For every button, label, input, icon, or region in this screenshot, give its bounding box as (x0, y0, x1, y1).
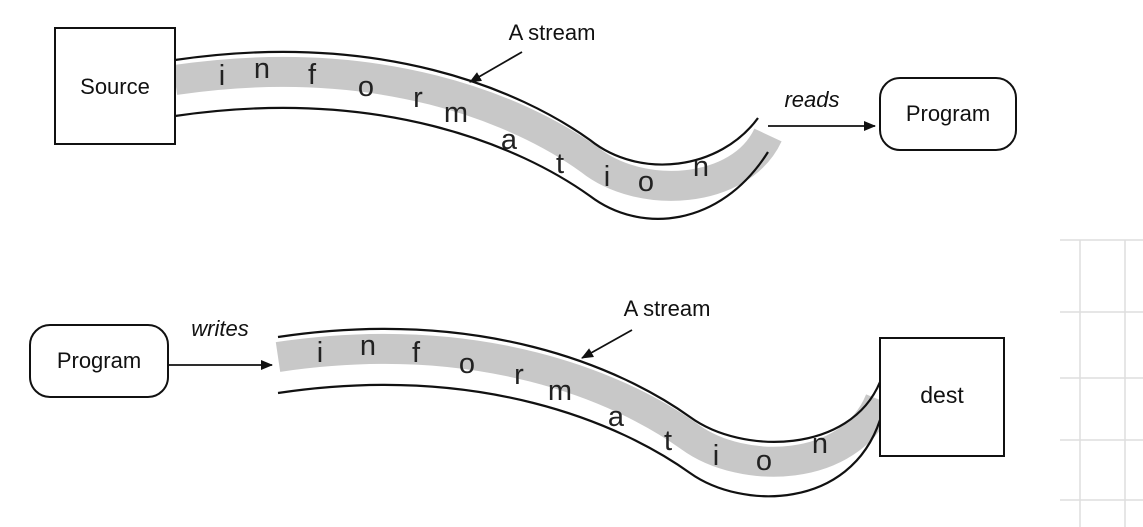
bottom-stream-lower-edge (277, 383, 882, 498)
writes-label: writes (191, 316, 248, 341)
stream-letter: o (756, 445, 772, 477)
stream-letter: i (317, 337, 323, 369)
top-stream-upper-edge (174, 50, 759, 166)
stream-letter: o (459, 348, 475, 380)
top-stream-label: A stream (509, 20, 596, 45)
bottom-stream-label: A stream (624, 296, 711, 321)
stream-letter: i (219, 60, 225, 92)
stream-letter: t (664, 425, 672, 457)
bottom-stream-pointer-arrow (581, 329, 633, 359)
dest-label: dest (920, 382, 964, 408)
stream-letter: t (556, 148, 564, 180)
stream-letter: n (254, 53, 270, 85)
stream-letter: m (444, 97, 468, 129)
source-label: Source (80, 74, 150, 99)
stream-letter: a (608, 401, 625, 433)
stream-letter: o (358, 71, 374, 103)
background-grid (1060, 239, 1143, 527)
stream-letter: i (713, 440, 719, 472)
source-box (54, 27, 176, 145)
dest-box (879, 337, 1005, 457)
top-program-label: Program (906, 101, 990, 126)
stream-letter: n (812, 428, 828, 460)
top-program-box (879, 77, 1017, 151)
bottom-program-label: Program (57, 348, 141, 373)
stream-letter: r (413, 82, 423, 114)
stream-letter: n (693, 151, 709, 183)
stream-letter: f (308, 59, 317, 91)
top-stream-pointer-arrow (469, 51, 523, 83)
top-stream-lower-edge (174, 106, 769, 220)
top-stream-fill (172, 56, 782, 201)
stream-letter: i (604, 161, 610, 193)
stream-letter: f (412, 337, 421, 369)
stream-letter: n (360, 330, 376, 362)
bottom-program-box (29, 324, 169, 398)
reads-label: reads (784, 87, 839, 112)
stream-letter: r (514, 359, 524, 391)
bottom-stream-fill (275, 333, 894, 477)
bottom-stream-upper-edge (277, 327, 882, 443)
stream-letter: o (638, 166, 654, 198)
stream-letter: m (548, 375, 572, 407)
stream-letter: a (501, 124, 518, 156)
